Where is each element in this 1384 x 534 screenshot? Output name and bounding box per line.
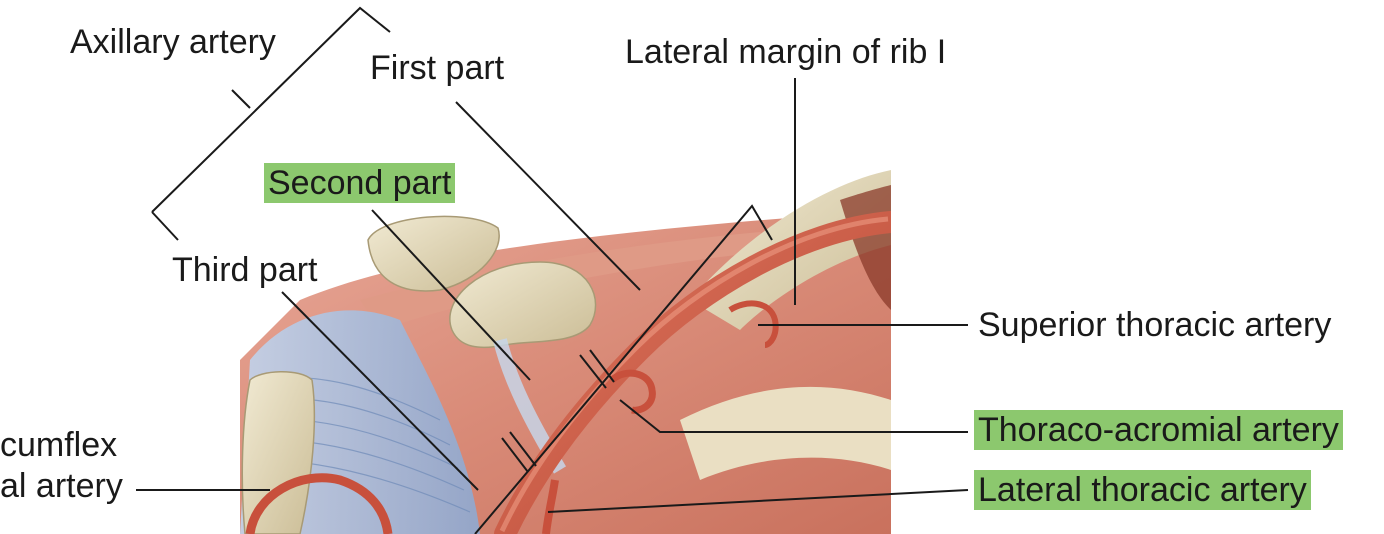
label-circumflex-line2: al artery — [0, 467, 123, 505]
axillary-artery — [494, 211, 891, 534]
label-third-part: Third part — [172, 251, 318, 289]
leader-lines — [136, 6, 969, 534]
superior-thoracic-branch — [728, 300, 779, 348]
lateral-thoracic-branch — [542, 479, 559, 534]
label-first-part: First part — [370, 49, 505, 87]
coracoid-bone — [449, 261, 597, 349]
clavicle-bone — [367, 215, 500, 292]
label-axillary-artery: Axillary artery — [70, 23, 276, 61]
label-superior-thoracic-artery: Superior thoracic artery — [978, 306, 1332, 344]
label-lateral-margin-rib: Lateral margin of rib I — [625, 33, 947, 71]
rib-two — [680, 386, 891, 480]
label-thoraco-acromial-artery: Thoraco-acromial artery — [974, 410, 1343, 450]
humerus-bone — [241, 371, 316, 534]
circumflex-humeral-artery — [245, 473, 393, 534]
thoraco-acromial-branch — [609, 369, 656, 414]
label-circumflex-line1: cumflex — [0, 426, 118, 464]
label-second-part: Second part — [264, 163, 456, 203]
label-lateral-thoracic-artery: Lateral thoracic artery — [974, 470, 1311, 510]
